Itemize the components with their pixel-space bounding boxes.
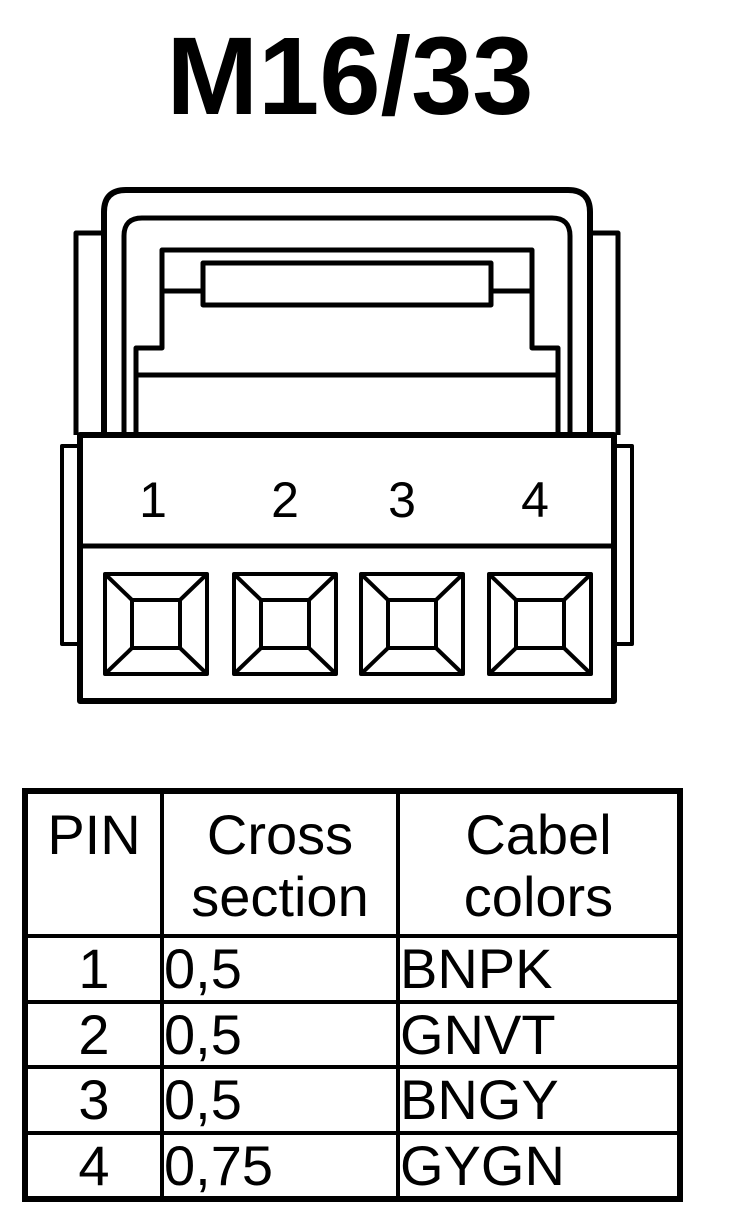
cell-cross-section: 0,75 <box>160 1130 400 1202</box>
pin-cavity-4 <box>487 572 593 676</box>
cell-cable-color: BNPK <box>396 934 682 1004</box>
cell-cross-section: 0,5 <box>160 999 400 1070</box>
pin-cavity-3 <box>359 572 465 676</box>
connector-latch-inner <box>121 215 573 435</box>
pin-label-2: 2 <box>271 472 299 528</box>
connector-right-rib <box>612 444 634 646</box>
cell-pin: 2 <box>23 999 164 1070</box>
cell-cable-color: BNGY <box>396 1065 682 1135</box>
pin-label-3: 3 <box>388 472 416 528</box>
table-row: 1 0,5 BNPK <box>23 934 682 1004</box>
cell-cable-color: GNVT <box>396 999 682 1070</box>
cell-pin: 3 <box>23 1065 164 1135</box>
connector-shoulder-left <box>133 247 561 435</box>
pin-cavity-1 <box>103 572 209 676</box>
table-row: 4 0,75 GYGN <box>23 1130 682 1202</box>
connector-right-flange <box>590 230 621 435</box>
cell-cable-color: GYGN <box>396 1130 682 1202</box>
cell-pin: 4 <box>23 1130 164 1202</box>
connector-latch-outer <box>101 187 593 435</box>
header-pin: PIN <box>23 789 164 938</box>
pin-label-1: 1 <box>139 472 167 528</box>
pin-label-4: 4 <box>521 472 549 528</box>
connector-diagram: 1 2 3 4 <box>60 187 634 704</box>
connector-latch-tab <box>200 260 494 308</box>
cell-cross-section: 0,5 <box>160 1065 400 1135</box>
cell-pin: 1 <box>23 934 164 1004</box>
table-row: 3 0,5 BNGY <box>23 1065 682 1135</box>
table-row: 2 0,5 GNVT <box>23 999 682 1070</box>
connector-left-rib <box>60 444 82 646</box>
connector-title: M16/33 <box>166 15 534 138</box>
connector-left-flange <box>73 230 104 435</box>
cell-cross-section: 0,5 <box>160 934 400 1004</box>
pin-cavity-2 <box>232 572 338 676</box>
